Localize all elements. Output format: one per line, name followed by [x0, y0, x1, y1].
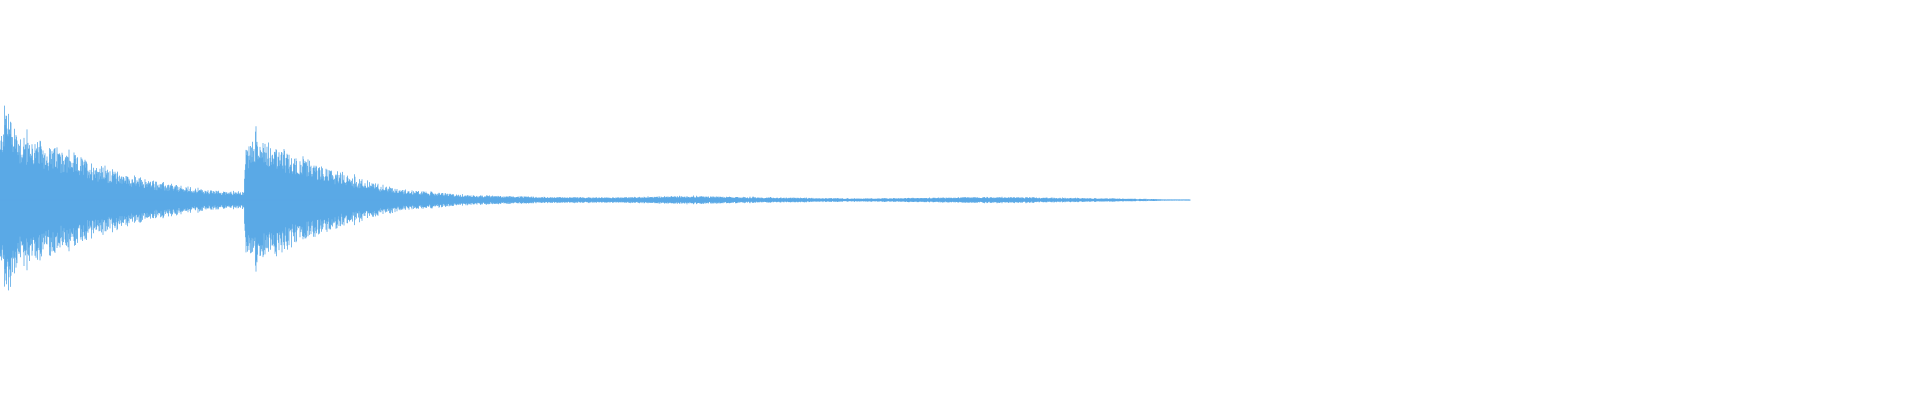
waveform-trace [0, 105, 1191, 291]
